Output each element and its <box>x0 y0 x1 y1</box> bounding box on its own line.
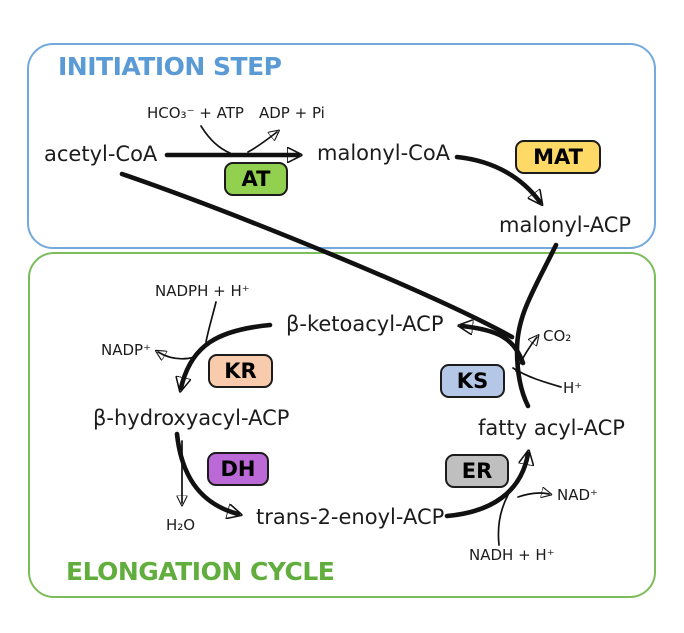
label-h2o: H₂O <box>166 516 196 534</box>
arrow-co2-output <box>515 337 537 372</box>
line-hco3atp-input <box>200 125 231 154</box>
arrow-ks-to-betaketoacyl <box>462 326 526 366</box>
label-acetyl-coa: acetyl-CoA <box>44 142 158 166</box>
label-beta-hydroxyacyl-acp: β-hydroxyacyl-ACP <box>93 406 290 430</box>
elongation-cycle-title: ELONGATION CYCLE <box>66 557 335 586</box>
label-nadph-h: NADPH + H⁺ <box>155 282 250 300</box>
line-nadph-input <box>205 301 217 343</box>
arrow-betahydroxyacyl-to-transenoyl <box>174 431 238 514</box>
label-malonyl-acp: malonyl-ACP <box>499 213 632 237</box>
arrow-nadp-output <box>158 352 196 359</box>
enzyme-badge-mat: MAT <box>515 140 601 174</box>
line-malonylacp-fattyacyl-junction <box>514 242 559 409</box>
arrow-nad-output <box>517 493 549 497</box>
initiation-step-box <box>27 43 656 249</box>
arrow-malonylcoa-to-malonylacp <box>454 154 540 202</box>
label-hco3-atp: HCO₃⁻ + ATP <box>147 104 244 122</box>
arrow-transenoyl-to-fattyacyl <box>444 454 528 519</box>
label-malonyl-coa: malonyl-CoA <box>317 141 451 165</box>
arrow-betaketoacyl-to-betahydroxyacyl <box>181 322 273 388</box>
label-trans-2-enoyl-acp: trans-2-enoyl-ACP <box>256 505 445 529</box>
enzyme-badge-er: ER <box>445 454 509 488</box>
arrow-adppi-output <box>247 132 277 153</box>
line-acetylcoa-to-ks-junction <box>119 171 515 340</box>
label-nadp: NADP⁺ <box>101 341 151 359</box>
elongation-cycle-box <box>28 252 656 598</box>
enzyme-badge-at: AT <box>224 162 288 196</box>
label-co2: CO₂ <box>543 327 572 345</box>
enzyme-badge-kr: KR <box>208 354 273 388</box>
label-adp-pi: ADP + Pi <box>259 104 325 122</box>
initiation-step-title: INITIATION STEP <box>58 52 282 81</box>
line-nadh-input <box>497 494 509 546</box>
label-nad: NAD⁺ <box>557 486 598 504</box>
enzyme-badge-dh: DH <box>207 452 269 486</box>
label-beta-ketoacyl-acp: β-ketoacyl-ACP <box>286 312 444 336</box>
label-h-plus: H⁺ <box>563 379 583 397</box>
line-hplus-input <box>512 367 562 388</box>
enzyme-badge-ks: KS <box>440 364 505 398</box>
label-fatty-acyl-acp: fatty acyl-ACP <box>478 416 625 440</box>
label-nadh-h: NADH + H⁺ <box>469 546 555 564</box>
